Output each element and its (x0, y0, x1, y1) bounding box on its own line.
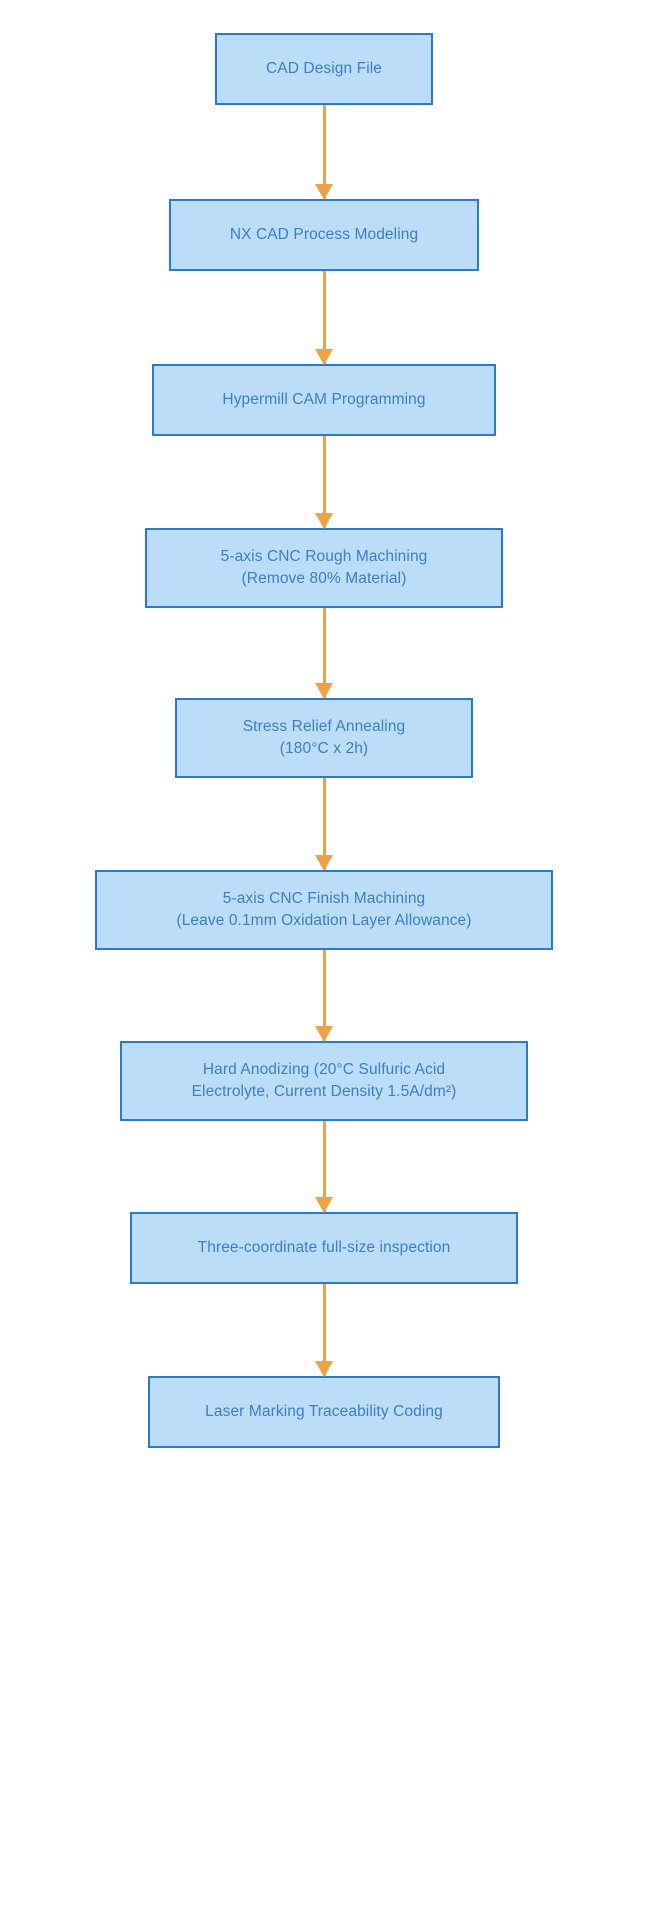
arrow-stem-icon (322, 271, 326, 364)
arrow-stem-icon (322, 436, 326, 528)
flow-arrow-3 (314, 436, 334, 529)
arrow-head-icon (315, 1026, 333, 1042)
flow-node-step-8[interactable]: Three-coordinate full-size inspection (130, 1212, 518, 1284)
arrow-stem-icon (322, 778, 326, 870)
arrow-head-icon (315, 1361, 333, 1377)
arrow-stem-icon (322, 608, 326, 698)
arrow-stem-icon (322, 950, 326, 1041)
arrow-head-icon (315, 855, 333, 871)
arrow-head-icon (315, 184, 333, 200)
flow-node-step-7[interactable]: Hard Anodizing (20°C Sulfuric Acid Elect… (120, 1041, 528, 1121)
flow-node-step-3[interactable]: Hypermill CAM Programming (152, 364, 496, 436)
flow-node-step-4[interactable]: 5-axis CNC Rough Machining (Remove 80% M… (145, 528, 503, 608)
flow-node-step-2[interactable]: NX CAD Process Modeling (169, 199, 479, 271)
flow-arrow-2 (314, 271, 334, 365)
arrow-stem-icon (322, 105, 326, 199)
flow-arrow-7 (314, 1121, 334, 1213)
flow-node-step-1[interactable]: CAD Design File (215, 33, 433, 105)
arrow-stem-icon (322, 1121, 326, 1212)
flow-node-step-5[interactable]: Stress Relief Annealing (180°C x 2h) (175, 698, 473, 778)
arrow-stem-icon (322, 1284, 326, 1376)
flow-arrow-4 (314, 608, 334, 699)
arrow-head-icon (315, 1197, 333, 1213)
flow-node-step-9[interactable]: Laser Marking Traceability Coding (148, 1376, 500, 1448)
arrow-head-icon (315, 349, 333, 365)
flow-arrow-1 (314, 105, 334, 200)
arrow-head-icon (315, 683, 333, 699)
flow-arrow-6 (314, 950, 334, 1042)
arrow-head-icon (315, 513, 333, 529)
flow-node-step-6[interactable]: 5-axis CNC Finish Machining (Leave 0.1mm… (95, 870, 553, 950)
flow-arrow-5 (314, 778, 334, 871)
flow-arrow-8 (314, 1284, 334, 1377)
